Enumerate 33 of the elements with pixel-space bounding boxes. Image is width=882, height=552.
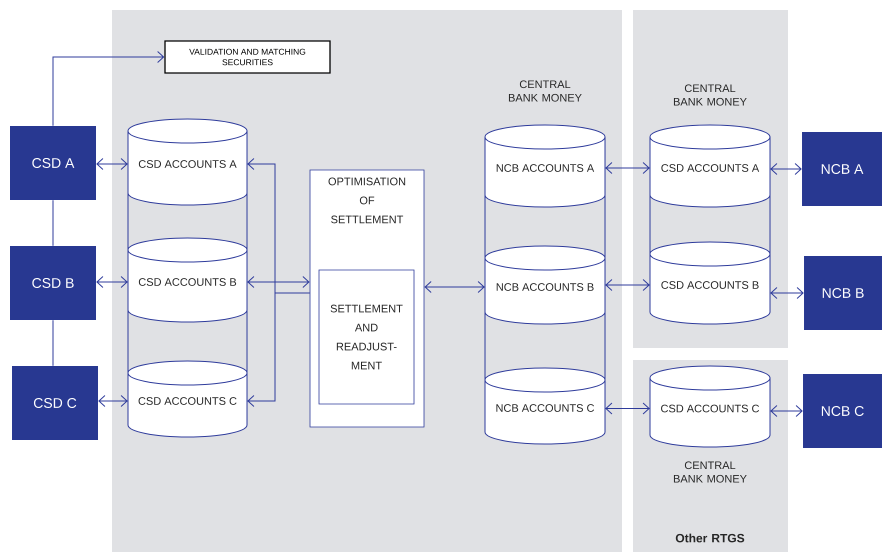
connector-arrow (605, 162, 650, 174)
connector-arrow (770, 287, 804, 299)
connector-arrow (605, 402, 650, 414)
connector-arrow (605, 279, 650, 291)
institution-box: CSD A (10, 126, 96, 200)
database-cylinder: NCB ACCOUNTS C (484, 368, 606, 444)
connector-arrow (52, 51, 164, 126)
connector-arrow (98, 395, 128, 407)
institution-box: CSD C (12, 366, 98, 440)
database-cylinder: CSD ACCOUNTS B (650, 242, 770, 324)
database-cylinder: CSD ACCOUNTS C (128, 360, 248, 438)
database-cylinder: NCB ACCOUNTS B (484, 246, 606, 324)
database-cylinder: CSD ACCOUNTS B (128, 238, 248, 322)
connector-arrow (424, 281, 485, 293)
connector-arrow (247, 292, 310, 407)
process-box: VALIDATION AND MATCHING SECURITIES (164, 40, 331, 74)
database-cylinder: NCB ACCOUNTS A (484, 124, 606, 208)
connector-arrow (247, 276, 310, 288)
institution-box: CSD B (10, 246, 96, 320)
institution-box: NCB A (802, 132, 882, 206)
node-label: CENTRAL BANK MONEY (674, 461, 747, 483)
institution-box: NCB B (804, 256, 882, 330)
heading-text: CENTRAL BANK MONEY (508, 80, 582, 102)
process-box: SETTLEMENT AND READJUST- MENT (318, 270, 414, 404)
database-cylinder: CSD ACCOUNTS A (128, 118, 248, 206)
connector-arrow (96, 276, 128, 288)
connector-arrow (96, 158, 128, 170)
database-cylinder: CSD ACCOUNTS A (650, 124, 770, 208)
node-label: Other RTGS (676, 534, 744, 542)
connector-arrow (770, 163, 802, 175)
database-cylinder: CSD ACCOUNTS C (650, 366, 770, 448)
connector-arrow (770, 405, 803, 417)
institution-box: NCB C (803, 374, 882, 448)
